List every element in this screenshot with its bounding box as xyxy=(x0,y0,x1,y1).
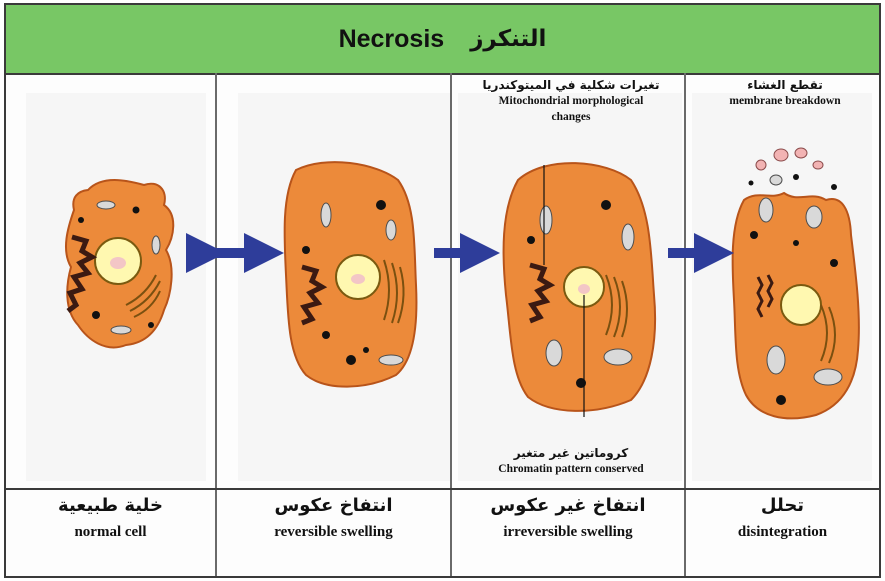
caption-reversible-swelling-en: reversible swelling xyxy=(217,519,450,545)
disintegration-cell-icon xyxy=(733,148,859,418)
mito-annotation: تغيرات شكلية في الميتوكندريا Mitochondri… xyxy=(460,77,682,125)
caption-irreversible-swelling-ar: انتفاخ غير عكوس xyxy=(452,493,684,519)
membrane-annotation: تقطع الغشاء membrane breakdown xyxy=(696,77,874,109)
chromatin-annotation-ar: كروماتين غير متغير xyxy=(460,445,682,461)
caption-disintegration-ar: تحلل xyxy=(686,493,879,519)
chromatin-annotation-en: Chromatin pattern conserved xyxy=(460,461,682,477)
normal-cell-icon xyxy=(66,180,173,347)
caption-normal-cell: خلية طبيعية normal cell xyxy=(6,493,215,545)
membrane-annotation-en: membrane breakdown xyxy=(696,93,874,109)
caption-disintegration: تحلل disintegration xyxy=(686,493,879,545)
caption-irreversible-swelling: انتفاخ غير عكوس irreversible swelling xyxy=(452,493,684,545)
caption-normal-cell-en: normal cell xyxy=(6,519,215,545)
caption-normal-cell-ar: خلية طبيعية xyxy=(6,493,215,519)
caption-reversible-swelling: انتفاخ عكوس reversible swelling xyxy=(217,493,450,545)
mito-annotation-ar: تغيرات شكلية في الميتوكندريا xyxy=(460,77,682,93)
chromatin-annotation: كروماتين غير متغير Chromatin pattern con… xyxy=(460,445,682,477)
caption-irreversible-swelling-en: irreversible swelling xyxy=(452,519,684,545)
caption-disintegration-en: disintegration xyxy=(686,519,879,545)
membrane-annotation-ar: تقطع الغشاء xyxy=(696,77,874,93)
reversible-swelling-cell-icon xyxy=(285,162,417,387)
irreversible-swelling-cell-icon xyxy=(504,163,656,417)
mito-annotation-en-2: changes xyxy=(460,109,682,125)
diagram-frame: Necrosis التنكرز xyxy=(4,3,881,578)
caption-reversible-swelling-ar: انتفاخ عكوس xyxy=(217,493,450,519)
mito-annotation-en-1: Mitochondrial morphological xyxy=(460,93,682,109)
